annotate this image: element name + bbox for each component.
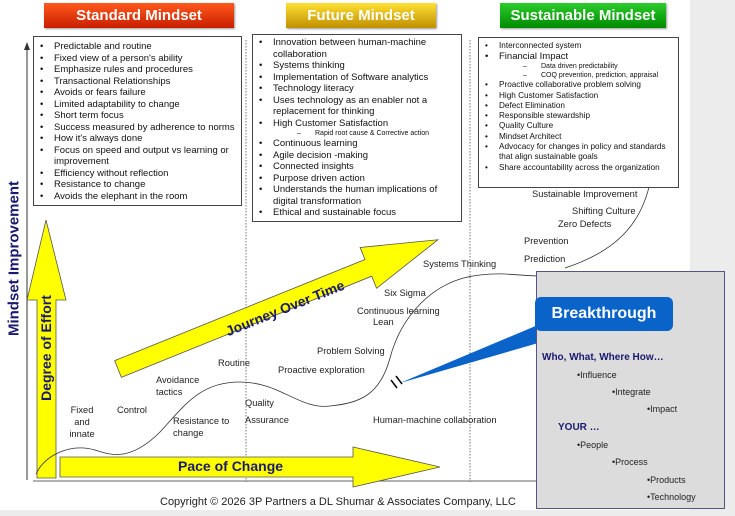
effort-arrow [26,219,67,479]
breakthrough-callout: Breakthrough [535,297,673,331]
list-item: Defect Elimination [483,101,674,112]
label-quality: Quality [245,398,274,408]
list-item: Uses technology as an enabler not a repl… [257,95,457,118]
bottom-margin [0,510,735,516]
sustainable-mindset-header: Sustainable Mindset [500,3,666,28]
label-avoidance: Avoidance tactics [156,375,200,397]
list-item: Fixed view of a person's ability [38,53,237,65]
your-item: •Process [612,457,648,467]
list-item: Predictable and routine [38,41,237,53]
future-mindset-list: Innovation between human-machine collabo… [252,34,462,222]
list-item: Understands the human implications of di… [257,184,457,207]
future-mindset-header: Future Mindset [286,3,436,28]
who-heading: Who, What, Where How… [542,352,664,363]
journey-arrow [114,239,440,378]
list-item: Systems thinking [257,60,457,72]
label-sustainable-improvement: Sustainable Improvement [532,189,638,199]
label-fixed: Fixed and innate [69,405,95,439]
list-item: Ethical and sustainable focus [257,207,457,219]
label-prevention: Prevention [524,236,569,246]
list-item: Avoids the elephant in the room [38,191,237,203]
list-item: Purpose driven action [257,173,457,185]
list-item: High Customer Satisfaction [257,118,457,130]
label-prediction: Prediction [524,254,566,264]
list-item: Transactional Relationships [38,76,237,88]
list-item: Quality Culture [483,121,674,132]
label-human-machine: Human-machine collaboration [373,415,497,425]
list-item: How it's always done [38,133,237,145]
pace-label: Pace of Change [178,458,284,474]
list-item: Emphasize rules and procedures [38,64,237,76]
copyright: Copyright © 2026 3P Partners a DL Shumar… [160,496,516,508]
your-item: •Technology [647,492,696,502]
effort-label: Degree of Effort [38,295,54,401]
sustainable-mindset-list: Interconnected system Financial Impact D… [478,37,679,188]
list-item: Mindset Architect [483,132,674,143]
label-continuous: Continuous learning [357,306,440,316]
your-item: •Products [647,475,686,485]
list-item: Innovation between human-machine collabo… [257,37,457,60]
list-item: Connected insights [257,161,457,173]
your-item: •People [577,440,609,450]
list-item: Continuous learning [257,138,457,150]
label-six-sigma: Six Sigma [384,288,426,298]
label-resistance: Resistance to change [173,416,230,438]
standard-mindset-header: Standard Mindset [44,3,234,28]
list-item: Share accountability across the organiza… [483,163,674,174]
list-item: Limited adaptability to change [38,99,237,111]
break-marks [395,375,403,385]
label-assurance: Assurance [245,415,289,425]
list-item: Proactive collaborative problem solving [483,80,674,91]
label-zero-defects: Zero Defects [558,219,612,229]
list-item: Financial Impact [483,51,674,62]
who-item: •Influence [577,370,617,380]
label-problem-solving: Problem Solving [317,346,385,356]
list-item: Avoids or fears failure [38,87,237,99]
list-subitem: COQ prevention, prediction, appraisal [483,71,674,80]
label-shifting: Shifting Culture [572,206,636,216]
pace-arrow [59,446,441,488]
list-item: Responsible stewardship [483,111,674,122]
list-item: Efficiency without reflection [38,168,237,180]
list-item: Resistance to change [38,179,237,191]
list-item: Short term focus [38,110,237,122]
label-control: Control [117,405,147,415]
label-systems: Systems Thinking [423,259,497,269]
list-item: Success measured by adherence to norms [38,122,237,134]
progress-curve [35,273,541,475]
label-routine: Routine [218,358,251,368]
list-item: Implementation of Software analytics [257,72,457,84]
your-heading: YOUR … [558,422,600,433]
list-item: Advocacy for changes in policy and stand… [483,142,674,163]
label-proactive: Proactive exploration [278,365,365,375]
list-item: High Customer Satisfaction [483,91,674,102]
who-item: •Impact [647,404,678,414]
y-axis-label: Mindset Improvement [5,180,23,337]
list-item: Agile decision -making [257,150,457,162]
standard-mindset-list: Predictable and routine Fixed view of a … [33,36,242,206]
list-item: Technology literacy [257,83,457,95]
list-subitem: Rapid root cause & Corrective action [257,129,457,138]
y-axis-arrowhead [24,42,30,50]
list-item: Interconnected system [483,41,674,52]
label-lean: Lean [373,317,394,327]
list-item: Focus on speed and output vs learning or… [38,145,237,168]
list-subitem: Data driven predictability [483,62,674,71]
who-item: •Integrate [612,387,651,397]
